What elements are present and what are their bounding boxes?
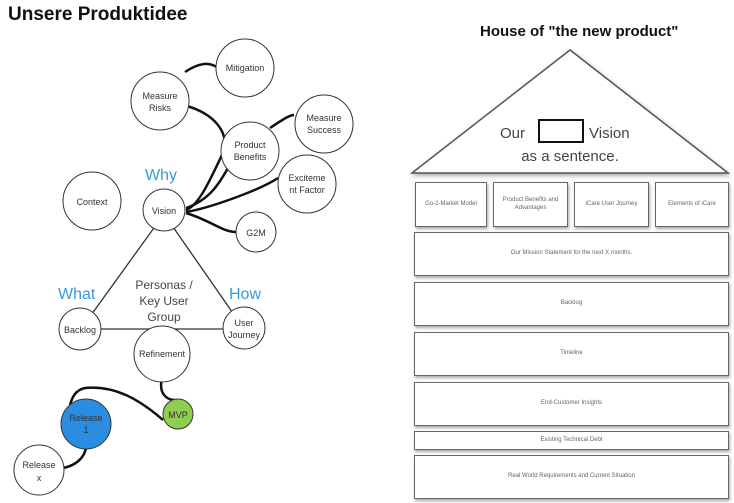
row-timeline-label: Timeline bbox=[560, 350, 583, 357]
node-mvp-label: MVP bbox=[168, 410, 188, 420]
row-existing-technical-debt-label: Existing Technical Debt bbox=[540, 436, 603, 443]
pillar-go-2-market-label: Go-2-Market Model bbox=[425, 200, 477, 207]
node-user-journey-label-1: User bbox=[234, 318, 253, 328]
connector-risks-mitigation bbox=[184, 62, 219, 74]
row-mission-statement[interactable]: Our Mission Statement for the next X mon… bbox=[414, 232, 729, 276]
connector-vision-benefits bbox=[185, 167, 230, 210]
node-measure-success[interactable]: Measure Success bbox=[294, 94, 354, 154]
node-measure-success-label-1: Measure bbox=[306, 113, 341, 123]
node-vision[interactable]: Vision bbox=[142, 188, 186, 232]
connector-benefits-success bbox=[269, 113, 295, 130]
connector-vision-g2m bbox=[185, 211, 237, 234]
node-mitigation[interactable]: Mitigation bbox=[215, 38, 275, 98]
node-release-1-label-2: 1 bbox=[83, 425, 88, 435]
node-vision-label: Vision bbox=[152, 206, 176, 216]
row-mission-statement-label: Our Mission Statement for the next X mon… bbox=[510, 250, 633, 257]
node-g2m-label: G2M bbox=[246, 228, 266, 238]
why-label: Why bbox=[145, 167, 177, 184]
node-excitement-factor-label-2: nt Factor bbox=[289, 185, 325, 195]
node-refinement[interactable]: Refinement bbox=[133, 325, 191, 383]
node-release-1[interactable]: Release 1 bbox=[60, 398, 112, 450]
node-user-journey-label-2: Journey bbox=[228, 330, 261, 340]
row-timeline[interactable]: Timeline bbox=[414, 332, 729, 376]
roof-text-sentence: as a sentence. bbox=[521, 148, 619, 165]
row-backlog[interactable]: Backlog bbox=[414, 282, 729, 326]
node-refinement-label: Refinement bbox=[139, 349, 186, 359]
node-user-journey[interactable]: User Journey bbox=[222, 306, 266, 350]
node-product-benefits[interactable]: Product Benefits bbox=[220, 121, 280, 181]
node-excitement-factor-label-1: Exciteme bbox=[288, 173, 325, 183]
connector-vision-excitement bbox=[185, 176, 279, 214]
row-end-customer-insights[interactable]: End-Customer Insights bbox=[414, 382, 729, 426]
connector-risks-vision bbox=[182, 103, 227, 212]
node-excitement-factor[interactable]: Exciteme nt Factor bbox=[277, 154, 337, 214]
pillar-product-benefits[interactable]: Product Benefits and Advantages bbox=[493, 182, 568, 227]
node-measure-success-label-2: Success bbox=[307, 125, 342, 135]
pillar-elements-of-icare[interactable]: Elements of iCare bbox=[655, 182, 729, 227]
row-real-world-requirements[interactable]: Real World Requirements and Current Situ… bbox=[414, 455, 729, 499]
connector-mvp-release1 bbox=[68, 386, 164, 421]
house-roof: Our Vision as a sentence. bbox=[409, 49, 731, 174]
center-label-line-2: Key User bbox=[139, 294, 188, 308]
node-product-benefits-label-1: Product bbox=[234, 140, 266, 150]
house-title: House of "the new product" bbox=[480, 23, 679, 40]
node-mvp[interactable]: MVP bbox=[162, 398, 194, 430]
node-release-1-label-1: Release bbox=[69, 413, 102, 423]
node-release-x[interactable]: Release x bbox=[13, 444, 65, 496]
node-backlog[interactable]: Backlog bbox=[58, 307, 102, 351]
pillar-icare-user-journey-label: iCare User Journey bbox=[585, 200, 638, 207]
pillar-elements-of-icare-label: Elements of iCare bbox=[668, 200, 716, 207]
node-measure-risks-label-1: Measure bbox=[142, 91, 177, 101]
node-release-x-label-2: x bbox=[37, 473, 42, 483]
pillar-product-benefits-label: Product Benefits and Advantages bbox=[502, 197, 559, 211]
row-backlog-label: Backlog bbox=[560, 300, 583, 307]
product-name-placeholder[interactable] bbox=[538, 119, 584, 143]
pillar-icare-user-journey[interactable]: iCare User Journey bbox=[574, 182, 649, 227]
node-measure-risks[interactable]: Measure Risks bbox=[130, 71, 190, 131]
roof-text-our: Our bbox=[500, 125, 525, 142]
node-mitigation-label: Mitigation bbox=[226, 63, 265, 73]
row-end-customer-insights-label: End-Customer Insights bbox=[540, 400, 603, 407]
node-measure-risks-label-2: Risks bbox=[149, 103, 171, 113]
row-real-world-requirements-label: Real World Requirements and Current Situ… bbox=[508, 473, 635, 480]
what-label: What bbox=[58, 286, 96, 303]
pillar-go-2-market[interactable]: Go-2-Market Model bbox=[415, 182, 487, 227]
node-context[interactable]: Context bbox=[62, 171, 122, 231]
center-label-line-3: Group bbox=[147, 310, 181, 324]
node-product-benefits-label-2: Benefits bbox=[234, 152, 267, 162]
node-context-label: Context bbox=[76, 197, 108, 207]
node-release-x-label-1: Release bbox=[22, 460, 55, 470]
row-existing-technical-debt[interactable]: Existing Technical Debt bbox=[414, 431, 729, 450]
how-label: How bbox=[229, 286, 261, 303]
roof-text-vision: Vision bbox=[589, 125, 630, 142]
center-label-line-1: Personas / bbox=[135, 278, 193, 292]
node-g2m[interactable]: G2M bbox=[235, 211, 277, 253]
page-title: Unsere Produktidee bbox=[8, 4, 188, 25]
node-backlog-label: Backlog bbox=[64, 325, 96, 335]
